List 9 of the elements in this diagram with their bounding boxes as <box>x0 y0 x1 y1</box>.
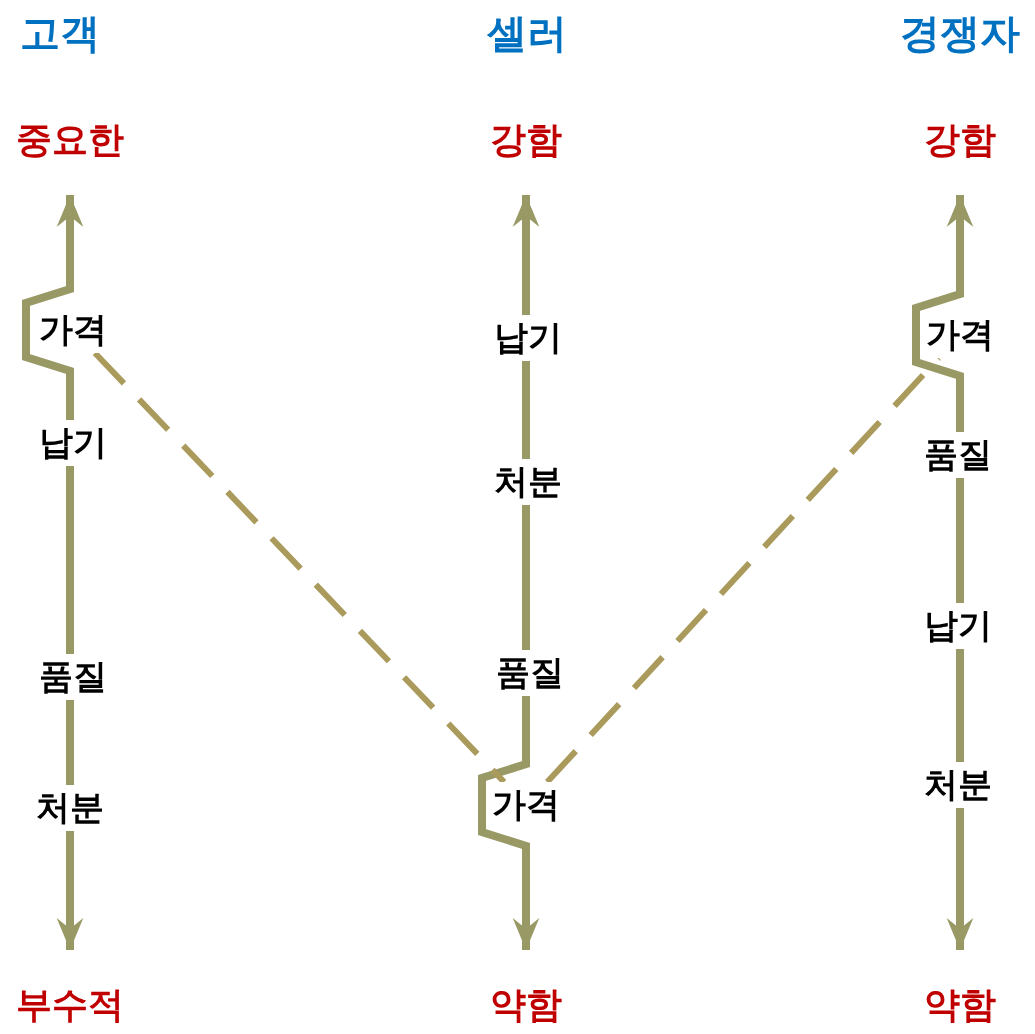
axis-end-label: 부수적 <box>16 980 124 1030</box>
column-heading: 고객 <box>20 8 100 58</box>
axis-end-label: 강함 <box>924 115 996 165</box>
axis-end-label: 강함 <box>490 115 562 165</box>
column-heading: 경쟁자 <box>900 8 1020 58</box>
axis-end-label: 중요한 <box>16 115 124 165</box>
column-heading: 셀러 <box>487 8 567 58</box>
axis-end-label: 약함 <box>924 980 996 1030</box>
axis-end-label: 약함 <box>490 980 562 1030</box>
